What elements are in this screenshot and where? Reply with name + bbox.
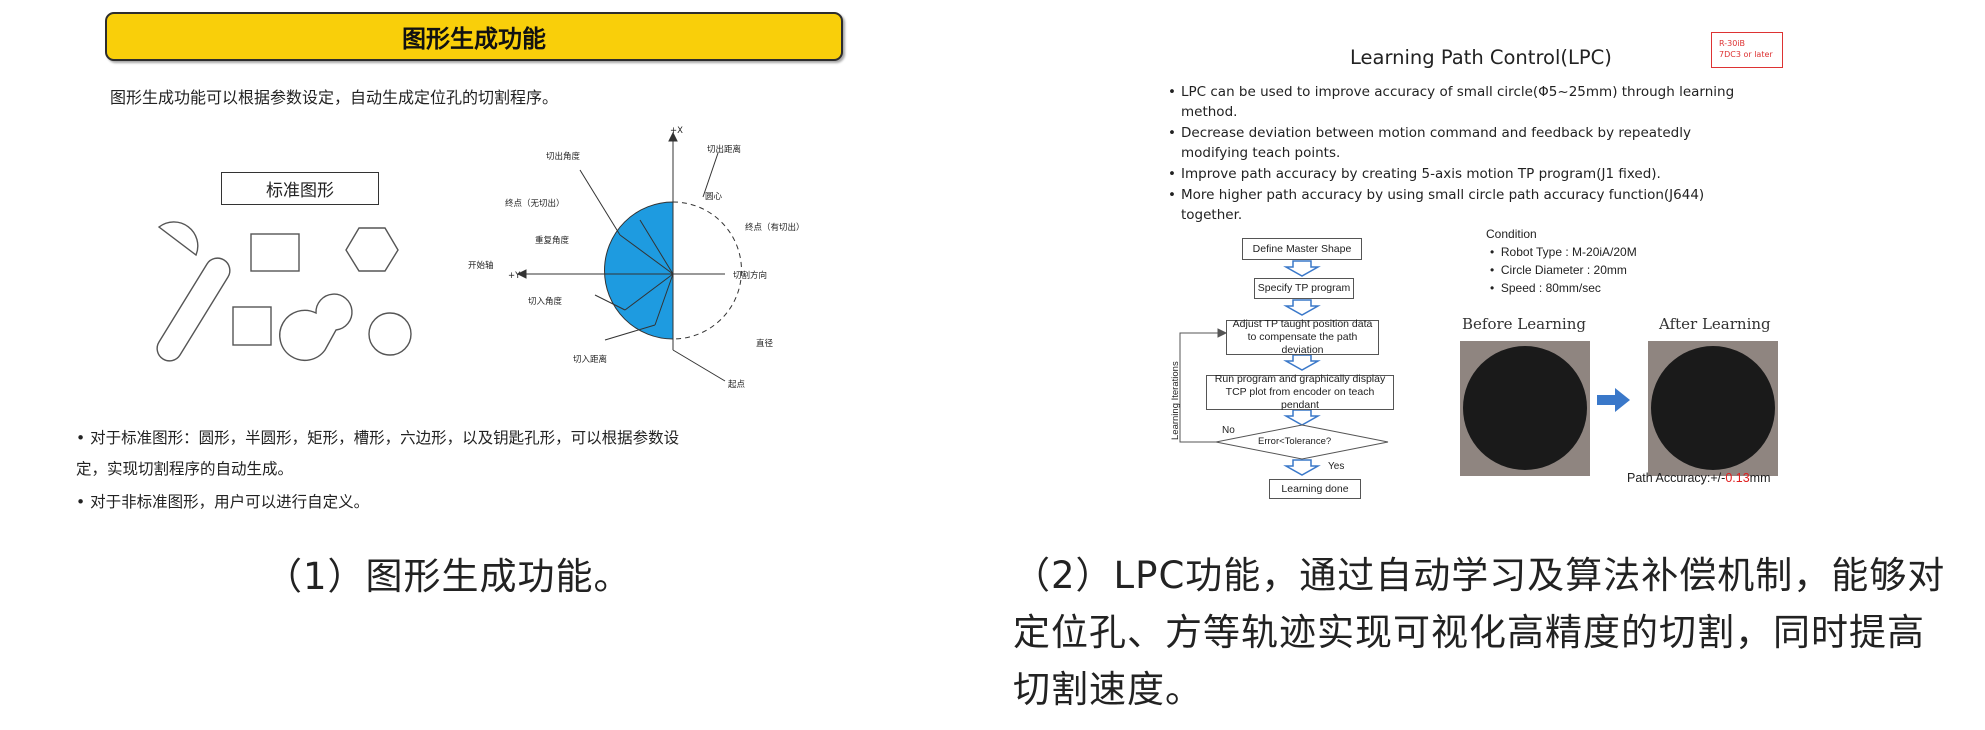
after-learning-image — [1648, 341, 1778, 476]
label-cut-in-distance: 切入距离 — [573, 354, 607, 365]
label-plus-y: +Y — [508, 271, 521, 281]
learning-iterations-label: Learning Iterations — [1170, 361, 1181, 440]
label-plus-x: +X — [670, 126, 683, 136]
label-diameter: 直径 — [756, 338, 774, 349]
parameter-diagram: +X 切出角度 切出距离 终点（无切出） 圆心 终点（有切出） 重复角度 开始轴… — [468, 126, 805, 390]
label-cut-out-angle: 切出角度 — [546, 151, 581, 162]
flow-learning-done: Learning done — [1269, 479, 1361, 499]
flow-arrow-1 — [1283, 260, 1321, 277]
label-cut-out-distance: 切出距离 — [707, 144, 741, 155]
version-line-2: 7DC3 or later — [1719, 50, 1773, 59]
flow-arrow-3 — [1283, 354, 1321, 371]
keyhole-shape — [279, 293, 353, 362]
bullet-custom-shapes: • 对于非标准图形，用户可以进行自定义。 — [76, 493, 370, 511]
flow-yes-label: Yes — [1328, 461, 1345, 472]
caption-right: （2）LPC功能，通过自动学习及算法补偿机制，能够对定位孔、方等轨迹实现可视化高… — [1013, 554, 1946, 711]
cut-area-fill — [604, 201, 674, 340]
path-accuracy: Path Accuracy:+/-0.13mm — [1627, 471, 1770, 485]
rectangle-shape — [250, 233, 300, 272]
condition-item-3: • Speed : 80mm/sec — [1490, 281, 1601, 295]
hexagon-shape — [345, 227, 399, 272]
path-accuracy-unit: mm — [1749, 471, 1771, 485]
label-start-point: 起点 — [728, 380, 746, 390]
condition-item-2-text: Circle Diameter : 20mm — [1500, 263, 1627, 277]
lpc-bullet-1: LPC can be used to improve accuracy of s… — [1168, 82, 1761, 122]
condition-item-2: • Circle Diameter : 20mm — [1490, 263, 1627, 277]
before-learning-label: Before Learning — [1462, 315, 1586, 333]
intro-text: 图形生成功能可以根据参数设定，自动生成定位孔的切割程序。 — [110, 88, 559, 107]
label-cut-direction: 切割方向 — [733, 270, 767, 281]
version-line-1: R-30iB — [1719, 39, 1746, 48]
flowchart-connectors — [1179, 260, 1389, 476]
path-accuracy-value: 0.13 — [1725, 471, 1750, 485]
after-learning-label: After Learning — [1659, 315, 1771, 333]
dashed-half-circle — [672, 201, 742, 340]
condition-item-1: • Robot Type : M-20iA/20M — [1490, 245, 1637, 259]
flow-arrow-5 — [1283, 459, 1321, 476]
decision-diamond — [1215, 424, 1389, 460]
slot-shape — [156, 257, 231, 362]
label-start-axis: 开始轴 — [468, 260, 494, 271]
path-accuracy-prefix: Path Accuracy:+/- — [1627, 471, 1726, 485]
flow-adjust-tp: Adjust TP taught position data to compen… — [1226, 318, 1379, 356]
lpc-bullet-2: Decrease deviation between motion comman… — [1168, 123, 1761, 163]
flow-define-master-shape: Define Master Shape — [1242, 238, 1362, 260]
circle-shape — [368, 312, 412, 356]
label-overlap-angle: 重复角度 — [535, 235, 570, 246]
label-center: 圆心 — [705, 192, 723, 202]
lpc-title: Learning Path Control(LPC) — [1350, 46, 1612, 69]
flow-decision-text: Error<Tolerance? — [1258, 436, 1332, 447]
label-end-with-cutout: 终点（有切出） — [745, 222, 805, 233]
lpc-bullet-4: More higher path accuracy by using small… — [1168, 185, 1761, 225]
condition-heading: Condition — [1486, 227, 1537, 241]
flow-specify-tp-program: Specify TP program — [1254, 278, 1354, 299]
bullet-standard-shapes-1: • 对于标准图形：圆形，半圆形，矩形，槽形，六边形，以及钥匙孔形，可以根据参数设 — [76, 429, 680, 447]
label-end-no-cutout: 终点（无切出） — [505, 198, 565, 209]
bullet-standard-shapes-2: 定，实现切割程序的自动生成。 — [76, 460, 294, 478]
standard-shapes-label: 标准图形 — [221, 172, 379, 205]
flow-arrow-4 — [1283, 409, 1321, 426]
before-learning-image — [1460, 341, 1590, 476]
condition-item-1-text: Robot Type : M-20iA/20M — [1500, 245, 1637, 259]
section-title-bar: 图形生成功能 — [105, 12, 843, 61]
lpc-bullet-3: Improve path accuracy by creating 5-axis… — [1168, 164, 1761, 184]
right-arrow-icon — [1597, 388, 1630, 412]
condition-item-3-text: Speed : 80mm/sec — [1500, 281, 1601, 295]
square-shape — [232, 306, 272, 346]
caption-left: （1）图形生成功能。 — [265, 555, 632, 598]
half-circle-shape — [157, 221, 199, 257]
version-badge: R-30iB 7DC3 or later — [1711, 32, 1783, 68]
label-cut-in-angle: 切入角度 — [528, 296, 563, 307]
flow-arrow-2 — [1283, 299, 1321, 316]
flow-run-program: Run program and graphically display TCP … — [1206, 373, 1394, 411]
section-title: 图形生成功能 — [402, 25, 546, 53]
flow-no-label: No — [1222, 425, 1235, 436]
standard-shapes-figure — [156, 221, 412, 362]
